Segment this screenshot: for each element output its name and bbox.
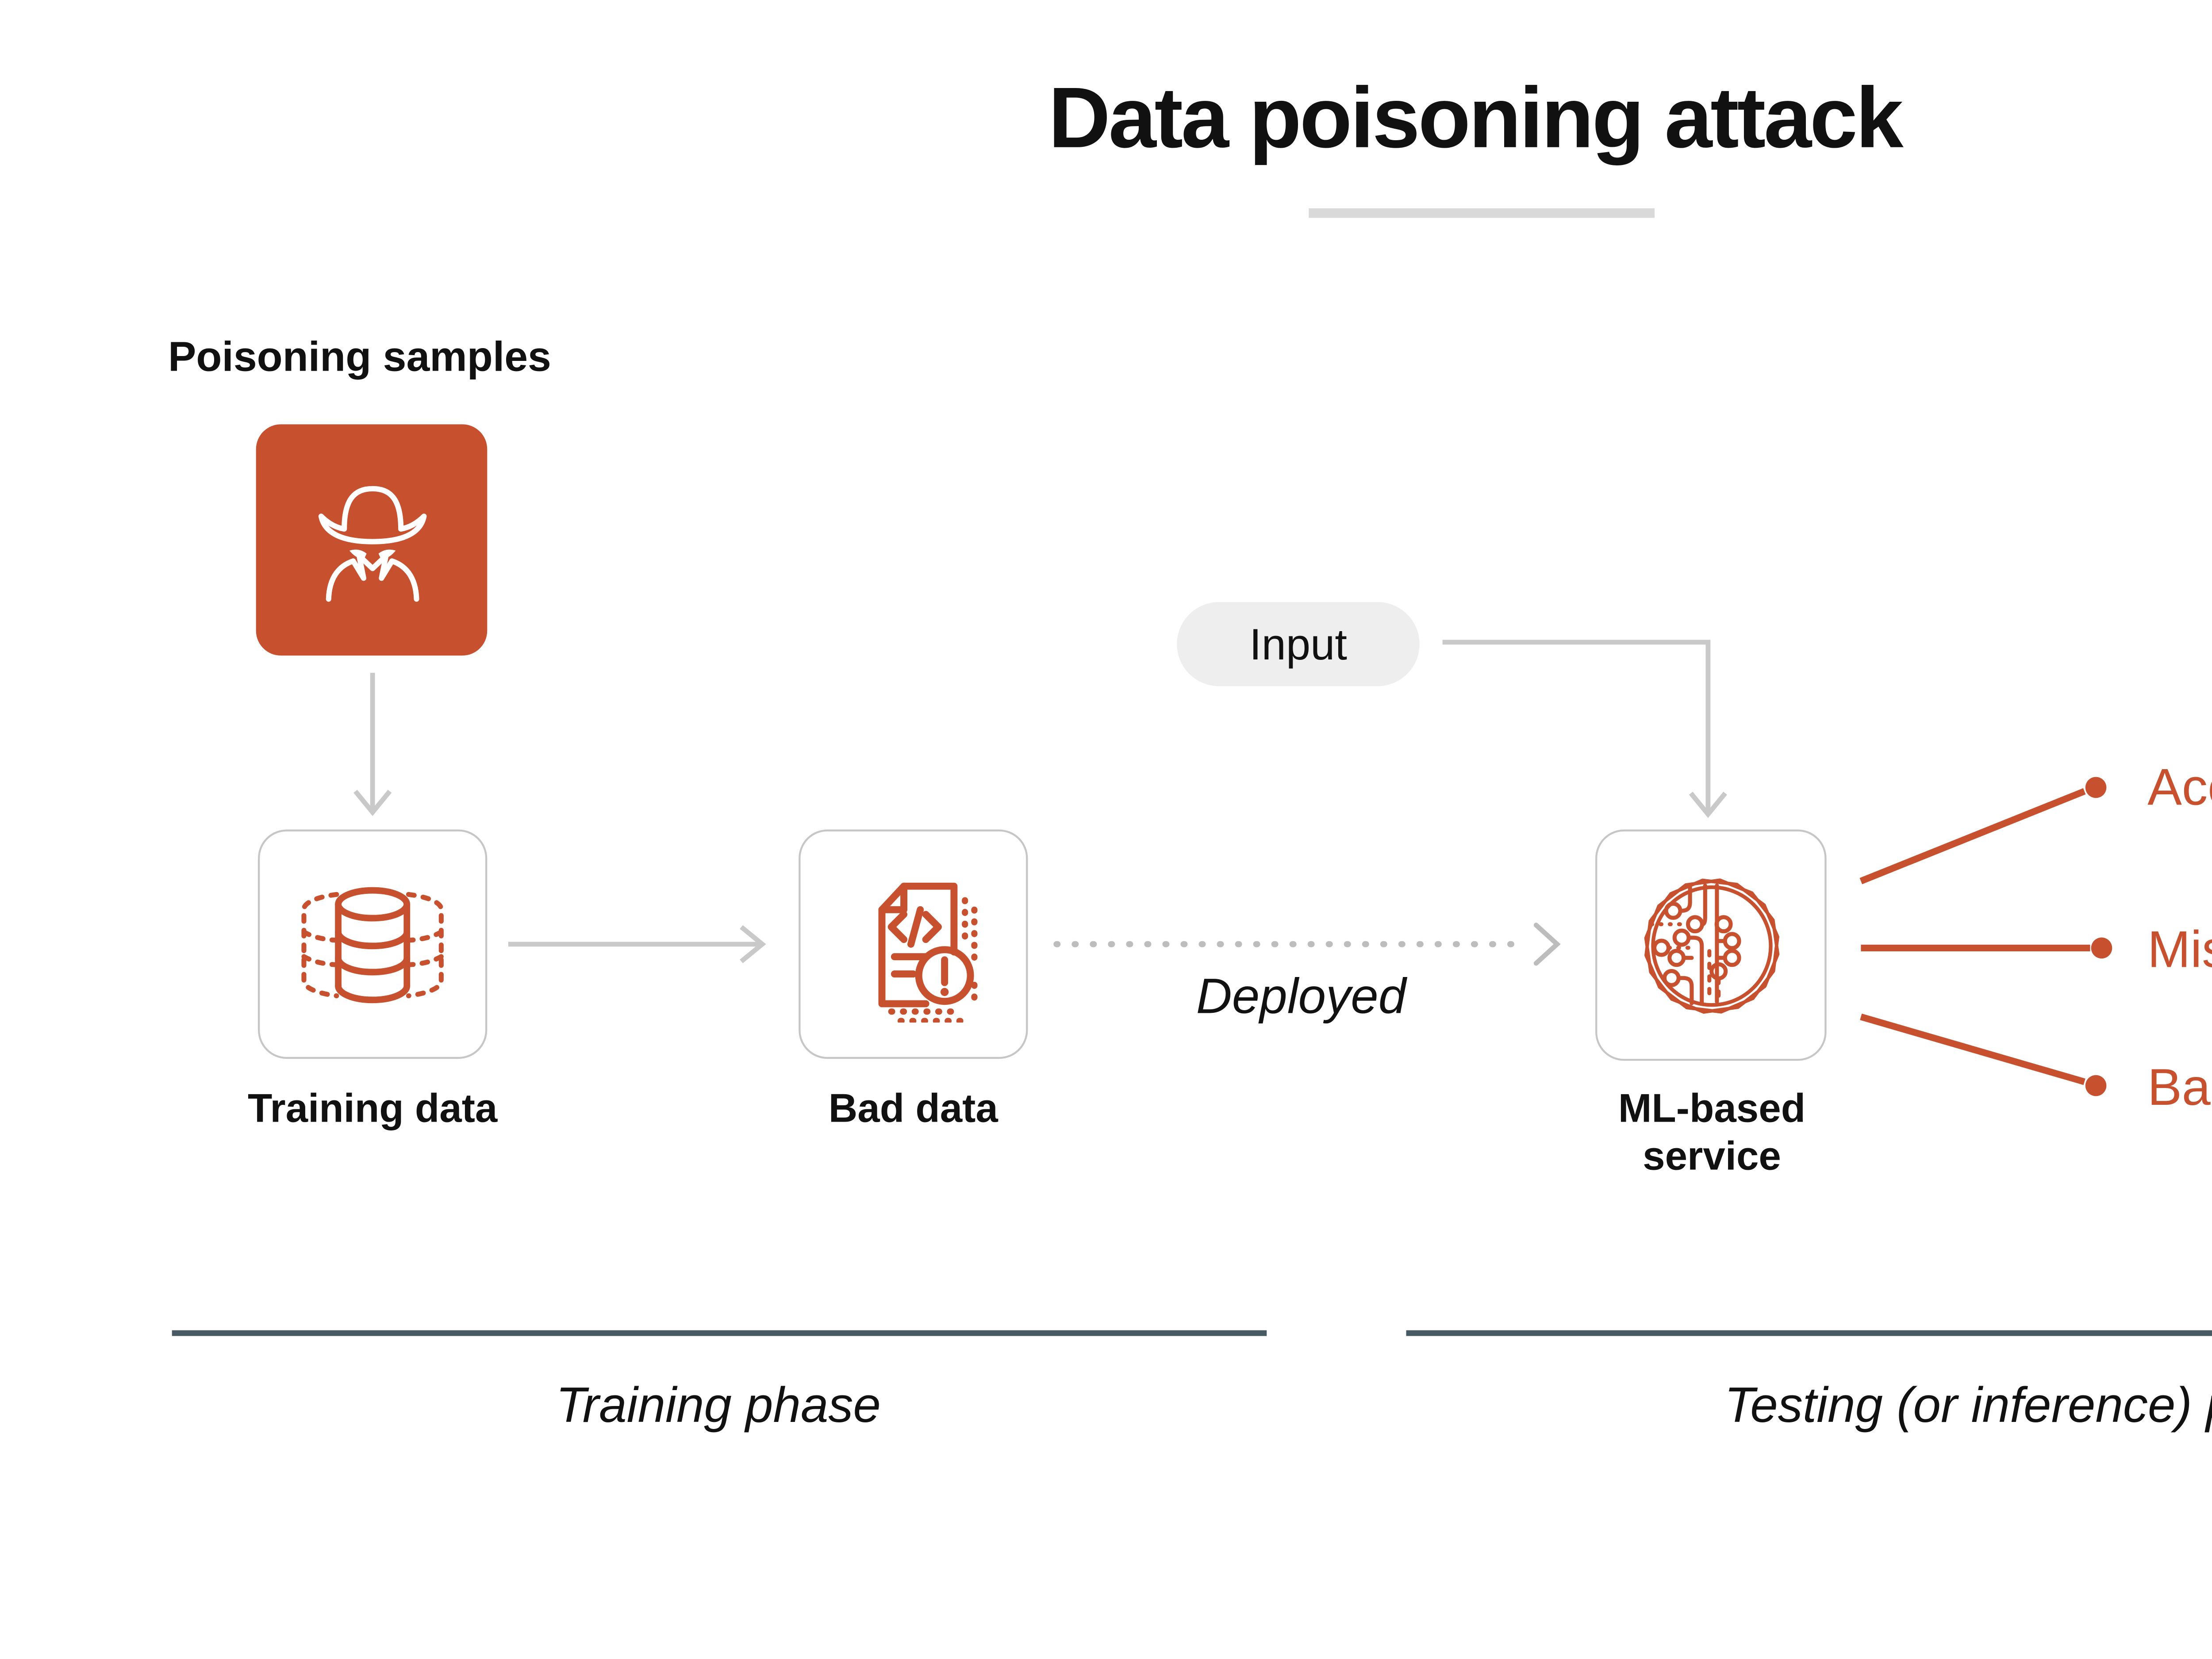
connector-misclassifications <box>1861 937 2112 959</box>
title-underline <box>1309 208 1655 218</box>
bad-data-label: Bad data <box>828 1087 998 1132</box>
training-phase-line <box>172 1330 1267 1336</box>
outcome-misclassifications: Misclassifications <box>2147 921 2212 979</box>
connector-backdoor-triggering <box>1860 1013 2107 1096</box>
training-phase-label: Training phase <box>556 1376 881 1434</box>
corrupt-document-icon <box>878 882 978 1023</box>
testing-phase-line <box>1406 1330 2212 1336</box>
ml-service-label-line1: ML-based <box>1618 1087 1806 1132</box>
attacker-tile <box>256 424 488 656</box>
poisoning-samples-label: Poisoning samples <box>168 332 551 380</box>
arrow-input-to-ml <box>1442 640 1727 818</box>
outcome-accuracy-drop: Accuracy drop <box>2147 759 2212 816</box>
arrow-training-to-bad <box>508 925 766 963</box>
testing-phase-label: Testing (or inference) phase <box>1724 1376 2212 1434</box>
spy-icon <box>317 485 426 601</box>
database-icon <box>301 886 444 1003</box>
outcome-backdoor-triggering: Backdoor triggering <box>2147 1059 2212 1116</box>
page-title: Data poisoning attack <box>1048 69 1904 166</box>
input-pill-label: Input <box>1249 618 1347 668</box>
ml-service-label-line2: service <box>1643 1135 1781 1180</box>
arrow-attacker-to-training <box>353 673 392 816</box>
deployed-label: Deployed <box>1196 967 1406 1025</box>
input-pill: Input <box>1177 602 1420 686</box>
ml-circuit-icon <box>1643 877 1779 1013</box>
ml-service-card <box>1595 829 1827 1061</box>
deployed-dotted-arrow <box>1053 923 1561 966</box>
ml-service-label: ML-based service <box>1559 1086 1865 1182</box>
bad-data-card <box>799 829 1028 1059</box>
training-data-label: Training data <box>247 1087 498 1132</box>
connector-accuracy-drop <box>1859 777 2107 885</box>
training-data-card <box>258 829 488 1059</box>
